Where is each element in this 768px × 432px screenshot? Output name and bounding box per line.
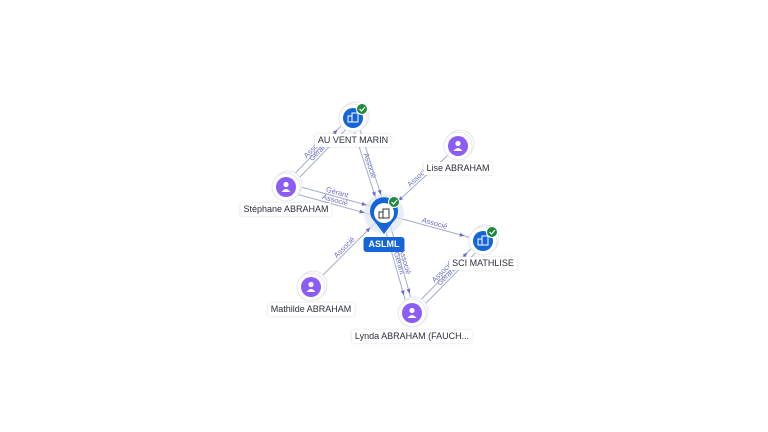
node-icon-lise-abraham[interactable] <box>443 129 475 161</box>
building-right-icon <box>382 208 390 219</box>
edge-arrow-avm-c-2 <box>377 189 382 195</box>
verified-check-icon <box>356 103 368 115</box>
edge-arrow-c-ly-2 <box>406 288 411 294</box>
node-label-mathilde-abraham: Mathilde ABRAHAM <box>267 303 355 316</box>
edge-arrow-ly-sci-2 <box>462 252 468 258</box>
person-body-icon <box>281 189 291 192</box>
check-mark-icon <box>391 199 398 205</box>
node-label-au-vent-marin: AU VENT MARIN <box>314 134 392 147</box>
check-mark-icon <box>489 229 496 235</box>
person-head-icon <box>308 281 314 288</box>
node-icon-au-vent-marin[interactable] <box>338 101 370 133</box>
center-node-pin[interactable] <box>364 194 404 234</box>
edge-arrow-c-sci <box>459 232 465 237</box>
edge-label-ma-c: Associé <box>332 235 357 260</box>
edge-arrow-st-c-1 <box>361 201 367 206</box>
edge-label-c-sci: Associé <box>421 215 449 231</box>
node-icon-stephane-abraham[interactable] <box>271 170 303 202</box>
person-head-icon <box>455 140 461 147</box>
edge-arrow-st-c-2 <box>359 209 365 214</box>
building-right-icon <box>481 235 489 246</box>
person-head-icon <box>409 307 415 314</box>
node-label-sci-mathlise: SCI MATHLISE <box>449 257 517 270</box>
edge-arrow-st-avm-2 <box>332 129 338 135</box>
node-label-lise-abraham: Lise ABRAHAM <box>423 162 493 175</box>
person-head-icon <box>283 181 289 188</box>
nodes-layer <box>271 101 500 328</box>
node-icon-lynda-abraham[interactable] <box>397 296 429 328</box>
node-label-lynda-abraham: Lynda ABRAHAM (FAUCH... <box>351 330 473 343</box>
building-right-icon <box>351 112 359 123</box>
person-body-icon <box>453 148 463 151</box>
node-icon-mathilde-abraham[interactable] <box>296 270 328 302</box>
verified-check-icon <box>486 226 498 238</box>
edge-arrow-avm-c-1 <box>371 191 376 197</box>
node-icon-sci-mathlise[interactable] <box>468 224 500 256</box>
center-node-label: ASLML <box>363 237 405 252</box>
edge-label-avm-c-1: Associé <box>362 152 379 180</box>
verified-check-icon <box>388 196 400 208</box>
node-label-stephane-abraham: Stéphane ABRAHAM <box>240 203 332 216</box>
person-body-icon <box>306 289 316 292</box>
edge-arrow-ma-c <box>365 227 371 233</box>
person-body-icon <box>407 315 417 318</box>
edge-arrow-c-ly-1 <box>400 290 405 296</box>
check-mark-icon <box>359 106 366 112</box>
